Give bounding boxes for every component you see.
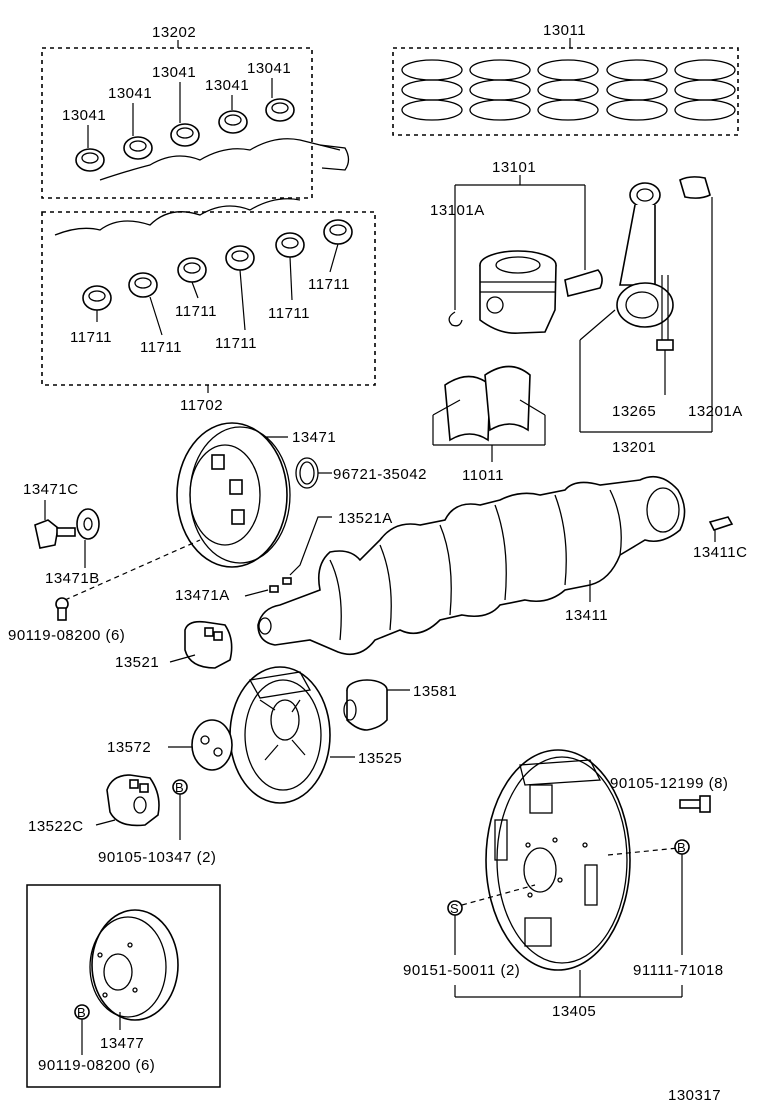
label-11711-b: 11711 <box>140 339 182 356</box>
marker-b-text: B <box>677 840 686 855</box>
label-13471A: 13471A <box>175 587 230 604</box>
label-13581: 13581 <box>413 683 457 700</box>
label-13041-c: 13041 <box>152 64 196 81</box>
flywheel-bolt <box>679 795 711 813</box>
label-90119-08200: 90119-08200 (6) <box>8 627 125 644</box>
label-11711-d: 11711 <box>215 335 257 352</box>
label-13477: 13477 <box>100 1035 144 1052</box>
damper-pulley <box>229 666 331 804</box>
spacer <box>343 679 388 731</box>
label-96721-35042: 96721-35042 <box>333 466 427 483</box>
crankshaft <box>257 475 686 656</box>
label-13405: 13405 <box>552 1003 596 1020</box>
drive-plate <box>485 749 631 971</box>
label-13101A: 13101A <box>430 202 485 219</box>
marker-s-text: S <box>450 901 459 916</box>
figure-number: 130317 <box>668 1087 721 1104</box>
label-90105-10347: 90105-10347 (2) <box>98 849 216 866</box>
label-91111-71018: 91111-71018 <box>633 962 724 979</box>
label-13471B: 13471B <box>45 570 100 587</box>
label-13041-b: 13041 <box>108 85 152 102</box>
label-11711-f: 11711 <box>308 276 350 293</box>
marker-b-inset: B <box>74 1004 90 1020</box>
conrod-bearing <box>679 176 711 199</box>
crank-silhouette-lower <box>54 198 301 236</box>
o-ring <box>295 457 319 489</box>
crank-silhouette-upper <box>99 138 341 181</box>
label-11711-c: 11711 <box>175 303 217 320</box>
upper-bearing-shells <box>75 98 295 172</box>
label-13201: 13201 <box>612 439 656 456</box>
thrust-washers <box>444 365 531 442</box>
label-13411C: 13411C <box>693 544 747 561</box>
label-13041-d: 13041 <box>205 77 249 94</box>
marker-b-plate: B <box>172 779 188 795</box>
inset-pulley <box>89 909 179 1021</box>
label-13011: 13011 <box>543 22 586 39</box>
label-90151-50011: 90151-50011 (2) <box>403 962 520 979</box>
label-90105-12199: 90105-12199 (8) <box>610 775 728 792</box>
label-90119-08200-inset: 90119-08200 (6) <box>38 1057 155 1074</box>
crank-gear <box>106 774 160 827</box>
crank-pulley <box>176 422 291 568</box>
piston-rings <box>401 59 736 121</box>
marker-s: S <box>447 900 463 916</box>
label-13202: 13202 <box>152 24 196 41</box>
label-11702: 11702 <box>180 397 223 414</box>
label-13521A: 13521A <box>338 510 393 527</box>
pulley-bolt <box>34 519 76 549</box>
label-11011: 11011 <box>462 467 504 484</box>
keys <box>269 577 292 593</box>
upper-bearing-set-box <box>41 47 313 199</box>
piston-pin <box>564 269 603 297</box>
label-11711-a: 11711 <box>70 329 112 346</box>
label-13471C: 13471C <box>23 481 79 498</box>
marker-b-text: B <box>77 1005 86 1020</box>
label-13041-a: 13041 <box>62 107 106 124</box>
connecting-rod <box>616 182 674 328</box>
marker-b-flywheel: B <box>674 839 690 855</box>
timing-gear <box>184 620 233 669</box>
label-13201A: 13201A <box>688 403 743 420</box>
label-13411: 13411 <box>565 607 608 624</box>
piston <box>479 250 557 335</box>
label-13265: 13265 <box>612 403 656 420</box>
label-11711-e: 11711 <box>268 305 310 322</box>
label-13041-e: 13041 <box>247 60 291 77</box>
snap-ring <box>448 311 463 327</box>
label-13525: 13525 <box>358 750 402 767</box>
label-13522C: 13522C <box>28 818 84 835</box>
label-13521: 13521 <box>115 654 159 671</box>
lower-bearing-shells <box>82 219 353 311</box>
label-13572: 13572 <box>107 739 151 756</box>
label-13101: 13101 <box>492 159 536 176</box>
cover-plate <box>191 719 233 771</box>
small-bolt <box>55 597 69 621</box>
label-13471: 13471 <box>292 429 336 446</box>
crank-pin <box>708 516 734 531</box>
inset-box <box>26 884 221 1088</box>
marker-b-text: B <box>175 780 184 795</box>
pulley-washer <box>76 508 100 540</box>
